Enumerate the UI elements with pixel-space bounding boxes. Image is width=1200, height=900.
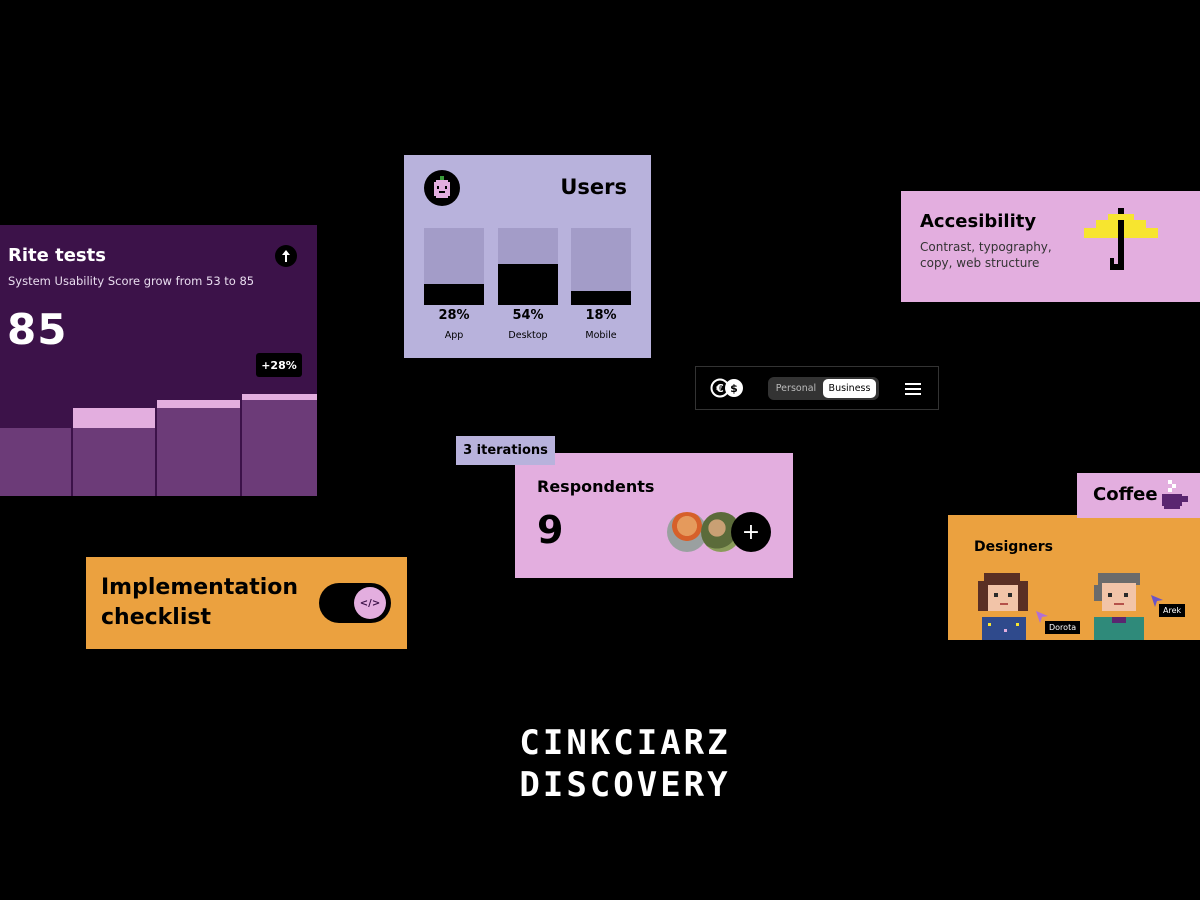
respondents-card: Respondents 9 + <box>515 453 793 578</box>
users-bar-fill <box>571 291 631 305</box>
accessibility-description: Contrast, typography, copy, web structur… <box>920 240 1052 270</box>
cursor-pointer-icon <box>1151 595 1163 607</box>
iterations-tag: 3 iterations <box>456 436 555 465</box>
users-bar-label: App <box>444 330 464 341</box>
currency-logo-icon: € $ <box>710 378 743 398</box>
brand-wordmark: CINKCIARZ DISCOVERY <box>440 722 810 806</box>
designer-avatar-dorota <box>978 573 1028 640</box>
code-toggle[interactable]: </> <box>319 583 391 623</box>
cursor-label-dorota: Dorota <box>1045 621 1081 634</box>
score-bar <box>155 400 241 496</box>
respondent-avatar <box>667 512 707 552</box>
score-delta-badge: +28% <box>256 353 302 377</box>
brand-line-1: CINKCIARZ <box>519 723 731 763</box>
rite-tests-subtitle: System Usability Score grow from 53 to 8… <box>8 274 255 288</box>
umbrella-icon <box>1084 208 1158 270</box>
coffee-tag: Coffee <box>1077 473 1200 518</box>
currency-header: € $ Personal Business <box>695 366 939 410</box>
cursor-label-arek: Arek <box>1159 604 1186 617</box>
coffee-cup-icon <box>1162 480 1188 509</box>
account-type-switch[interactable]: Personal Business <box>768 377 879 400</box>
plus-icon: + <box>741 519 761 545</box>
usability-score: 85 <box>7 305 68 354</box>
implementation-title: Implementation checklist <box>101 575 299 630</box>
users-bar-label: Desktop <box>508 330 548 341</box>
implementation-checklist-card[interactable]: Implementation checklist </> <box>86 557 407 649</box>
personal-tab[interactable]: Personal <box>775 383 817 394</box>
users-bar-label: Mobile <box>585 330 617 341</box>
users-bar-fill <box>498 264 558 305</box>
users-bar-desktop <box>498 228 558 305</box>
brand-line-2: DISCOVERY <box>519 765 731 805</box>
business-tab[interactable]: Business <box>823 379 876 398</box>
svg-text:$: $ <box>730 382 738 395</box>
users-title: Users <box>560 175 627 199</box>
tomato-mascot-icon <box>424 170 460 206</box>
code-icon: </> <box>354 587 386 619</box>
users-card: Users 28% App 54% Desktop 18% Mobile <box>404 155 651 358</box>
designers-card: Designers Dorota Arek <box>948 515 1200 640</box>
users-bar-app <box>424 228 484 305</box>
users-bar-percent: 54% <box>512 308 544 323</box>
users-bar-percent: 18% <box>585 308 617 323</box>
hamburger-menu-icon[interactable] <box>905 383 921 395</box>
cursor-pointer-icon <box>1036 611 1048 623</box>
rite-tests-card: Rite tests System Usability Score grow f… <box>0 225 317 496</box>
users-bar-mobile <box>571 228 631 305</box>
users-bar-percent: 28% <box>438 308 470 323</box>
accessibility-title: Accesibility <box>920 211 1037 232</box>
accessibility-card: Accesibility Contrast, typography, copy,… <box>901 191 1200 302</box>
arrow-up-icon[interactable] <box>275 245 297 267</box>
score-bar <box>240 394 317 496</box>
score-bar <box>0 428 72 496</box>
designer-avatar-arek <box>1094 573 1144 640</box>
score-bar <box>71 408 156 496</box>
respondents-title: Respondents <box>537 477 655 496</box>
coffee-title: Coffee <box>1093 484 1158 505</box>
rite-tests-title: Rite tests <box>8 245 106 266</box>
add-respondent-button[interactable]: + <box>731 512 771 552</box>
respondents-count: 9 <box>537 508 564 552</box>
svg-text:€: € <box>715 382 724 395</box>
users-bar-fill <box>424 284 484 305</box>
designers-title: Designers <box>974 539 1053 555</box>
